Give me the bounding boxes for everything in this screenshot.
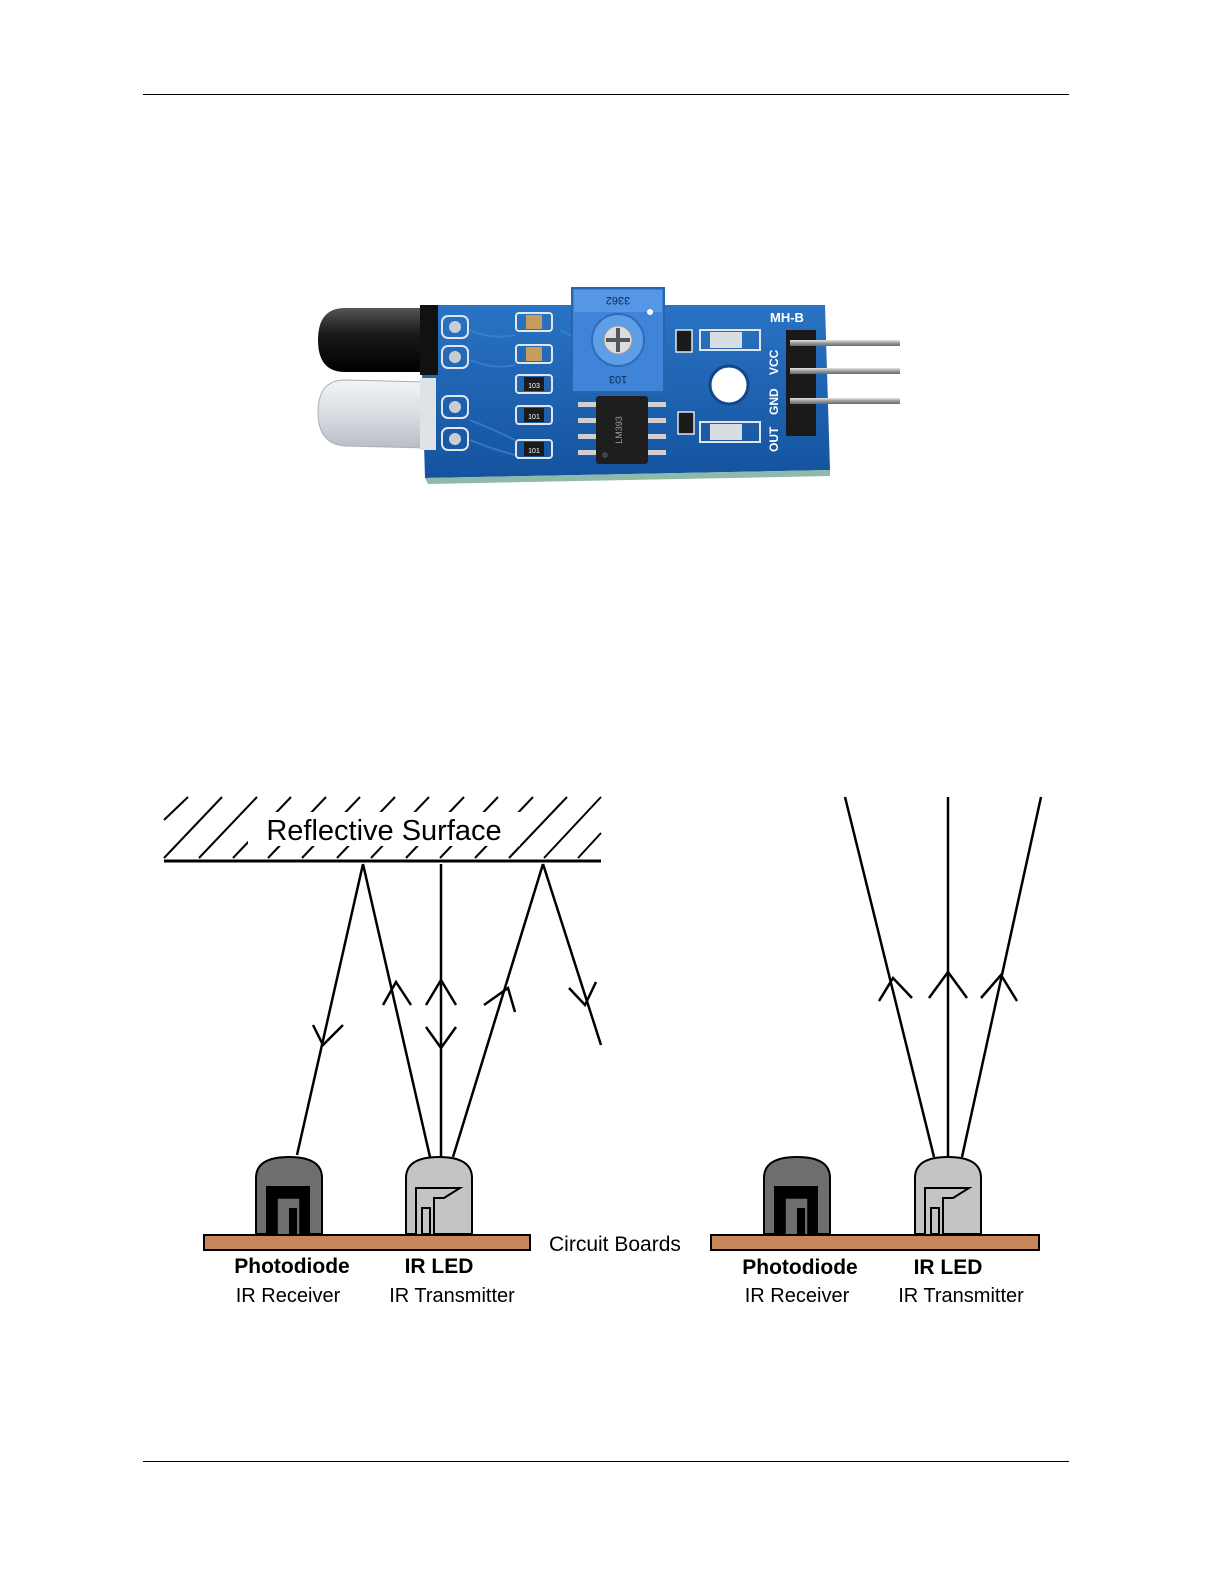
- photodiode-right: [764, 1157, 830, 1234]
- circuit-board-right: [711, 1235, 1039, 1250]
- ir-receiver-label-right: IR Receiver: [745, 1285, 850, 1307]
- ir-led-right: [915, 1157, 981, 1234]
- photodiode-label-right: Photodiode: [742, 1256, 857, 1279]
- ir-led-label-right: IR LED: [914, 1256, 983, 1279]
- ir-transmitter-label-right: IR Transmitter: [898, 1285, 1024, 1307]
